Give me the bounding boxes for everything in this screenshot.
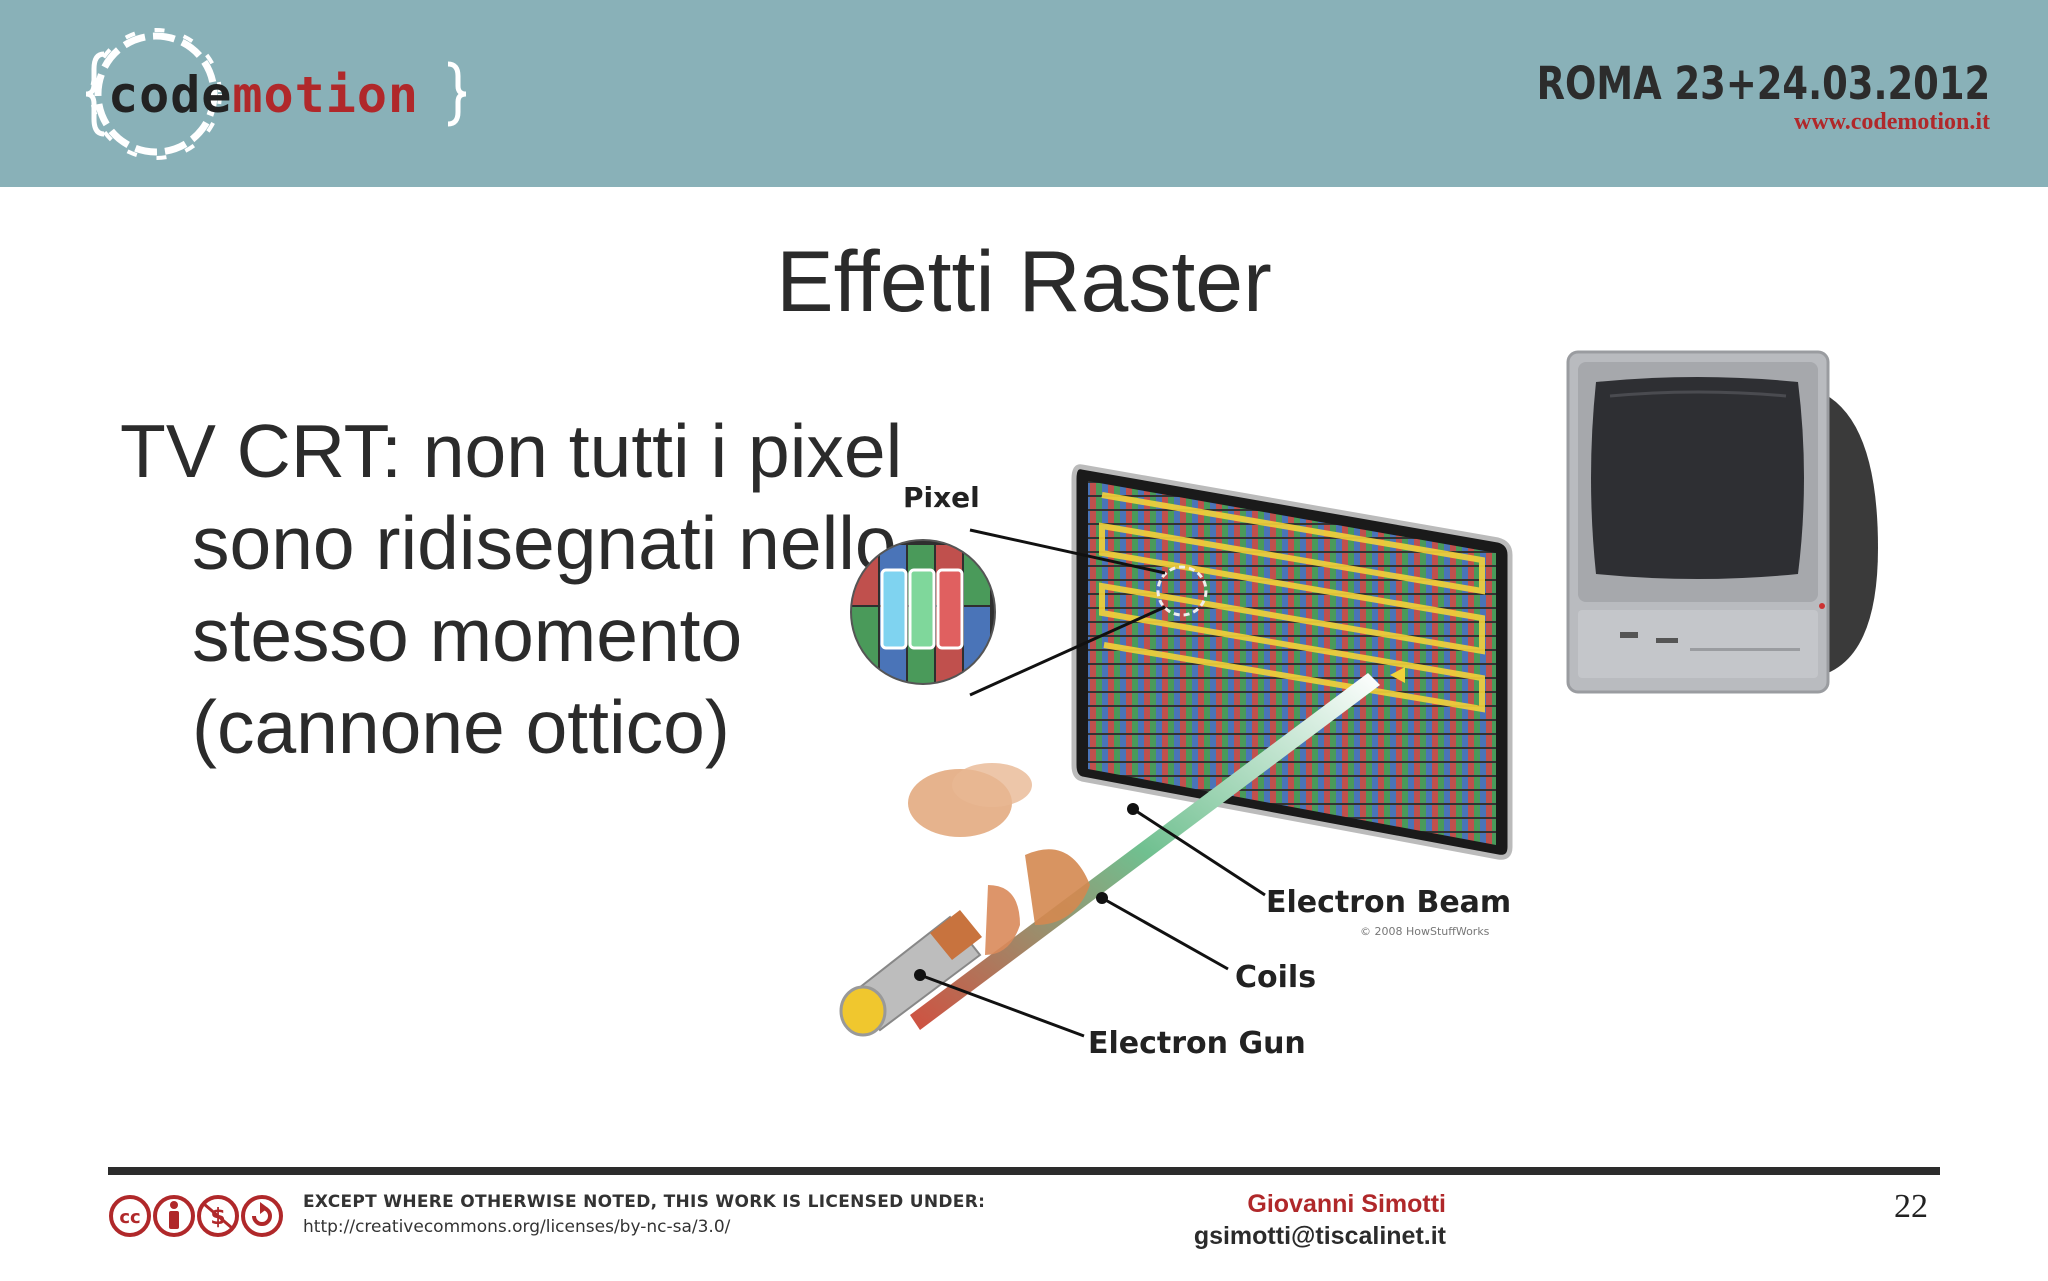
page-number: 22 (1894, 1188, 1928, 1225)
footer-rule (108, 1167, 1940, 1175)
electron-beam (910, 673, 1380, 1030)
label-electron-gun: Electron Gun (1088, 1026, 1306, 1061)
deflection-coils (908, 763, 1090, 955)
codemotion-logo: codemotion (85, 24, 486, 164)
event-url: www.codemotion.it (1794, 109, 1990, 136)
author-name: Giovanni Simotti (1247, 1190, 1446, 1218)
creative-commons-icon: cc $ (109, 1195, 283, 1237)
logo-wordmark: codemotion (108, 66, 419, 124)
slide-bullet: TV CRT: non tutti i pixel sono ridisegna… (120, 409, 903, 769)
slide-title: Effetti Raster (776, 234, 1272, 330)
author-email[interactable]: gsimotti@tiscalinet.it (1193, 1222, 1446, 1250)
header-banner: codemotion ROMA 23+24.03.2012 www.codemo… (0, 0, 2048, 187)
label-pixel: Pixel (903, 481, 980, 514)
author-info: Giovanni Simotti gsimotti@tiscalinet.it (1140, 1188, 1446, 1252)
logo-text-red: motion (232, 66, 420, 124)
logo-gear-brace-icon (85, 28, 467, 160)
logo-text-dark: code (108, 66, 233, 124)
crt-screen (1071, 464, 1513, 860)
crt-diagram: Pixel Electron Beam © 2008 HowStuffWorks… (839, 464, 1513, 1061)
license-line1: EXCEPT WHERE OTHERWISE NOTED, THIS WORK … (303, 1192, 986, 1212)
crt-tv-image (1566, 350, 1878, 694)
label-electron-beam: Electron Beam (1266, 885, 1511, 920)
event-date: ROMA 23+24.03.2012 (1536, 57, 1990, 110)
label-credit: © 2008 HowStuffWorks (1360, 925, 1490, 938)
label-coils: Coils (1235, 960, 1316, 995)
license-notice: EXCEPT WHERE OTHERWISE NOTED, THIS WORK … (303, 1190, 985, 1240)
event-info: ROMA 23+24.03.2012 www.codemotion.it (1437, 60, 1990, 136)
license-url[interactable]: http://creativecommons.org/licenses/by-n… (303, 1217, 731, 1237)
svg-text:cc: cc (119, 1207, 140, 1228)
